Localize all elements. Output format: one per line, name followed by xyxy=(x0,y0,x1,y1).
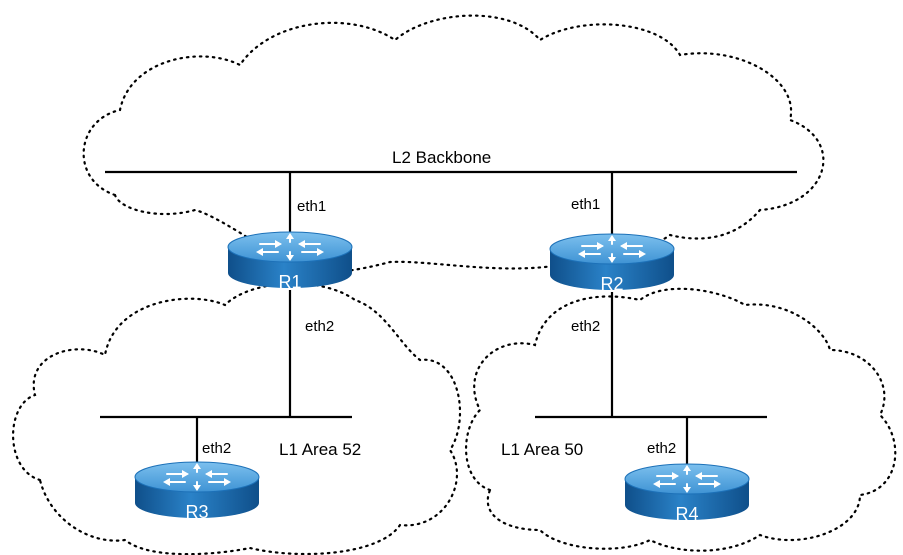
area-50-cloud xyxy=(464,287,897,552)
router-r4-label: R4 xyxy=(675,504,698,524)
router-r3[interactable]: R3 xyxy=(134,461,260,522)
r1-down-interface-label: eth2 xyxy=(305,318,334,335)
router-r2-label: R2 xyxy=(600,274,623,294)
backbone-cloud xyxy=(82,14,825,274)
r4-interface-label: eth2 xyxy=(647,440,676,457)
area-52-label: L1 Area 52 xyxy=(279,440,361,459)
router-r2[interactable]: R2 xyxy=(549,233,675,294)
router-r4[interactable]: R4 xyxy=(624,463,750,524)
area-50-label: L1 Area 50 xyxy=(501,440,583,459)
r1-up-interface-label: eth1 xyxy=(297,198,326,215)
router-r3-label: R3 xyxy=(185,502,208,522)
backbone-label: L2 Backbone xyxy=(392,148,491,167)
area-52-cloud xyxy=(12,282,462,555)
router-r1[interactable]: R1 xyxy=(227,231,353,292)
router-r1-label: R1 xyxy=(278,272,301,292)
r2-down-interface-label: eth2 xyxy=(571,318,600,335)
r2-up-interface-label: eth1 xyxy=(571,196,600,213)
r3-interface-label: eth2 xyxy=(202,440,231,457)
